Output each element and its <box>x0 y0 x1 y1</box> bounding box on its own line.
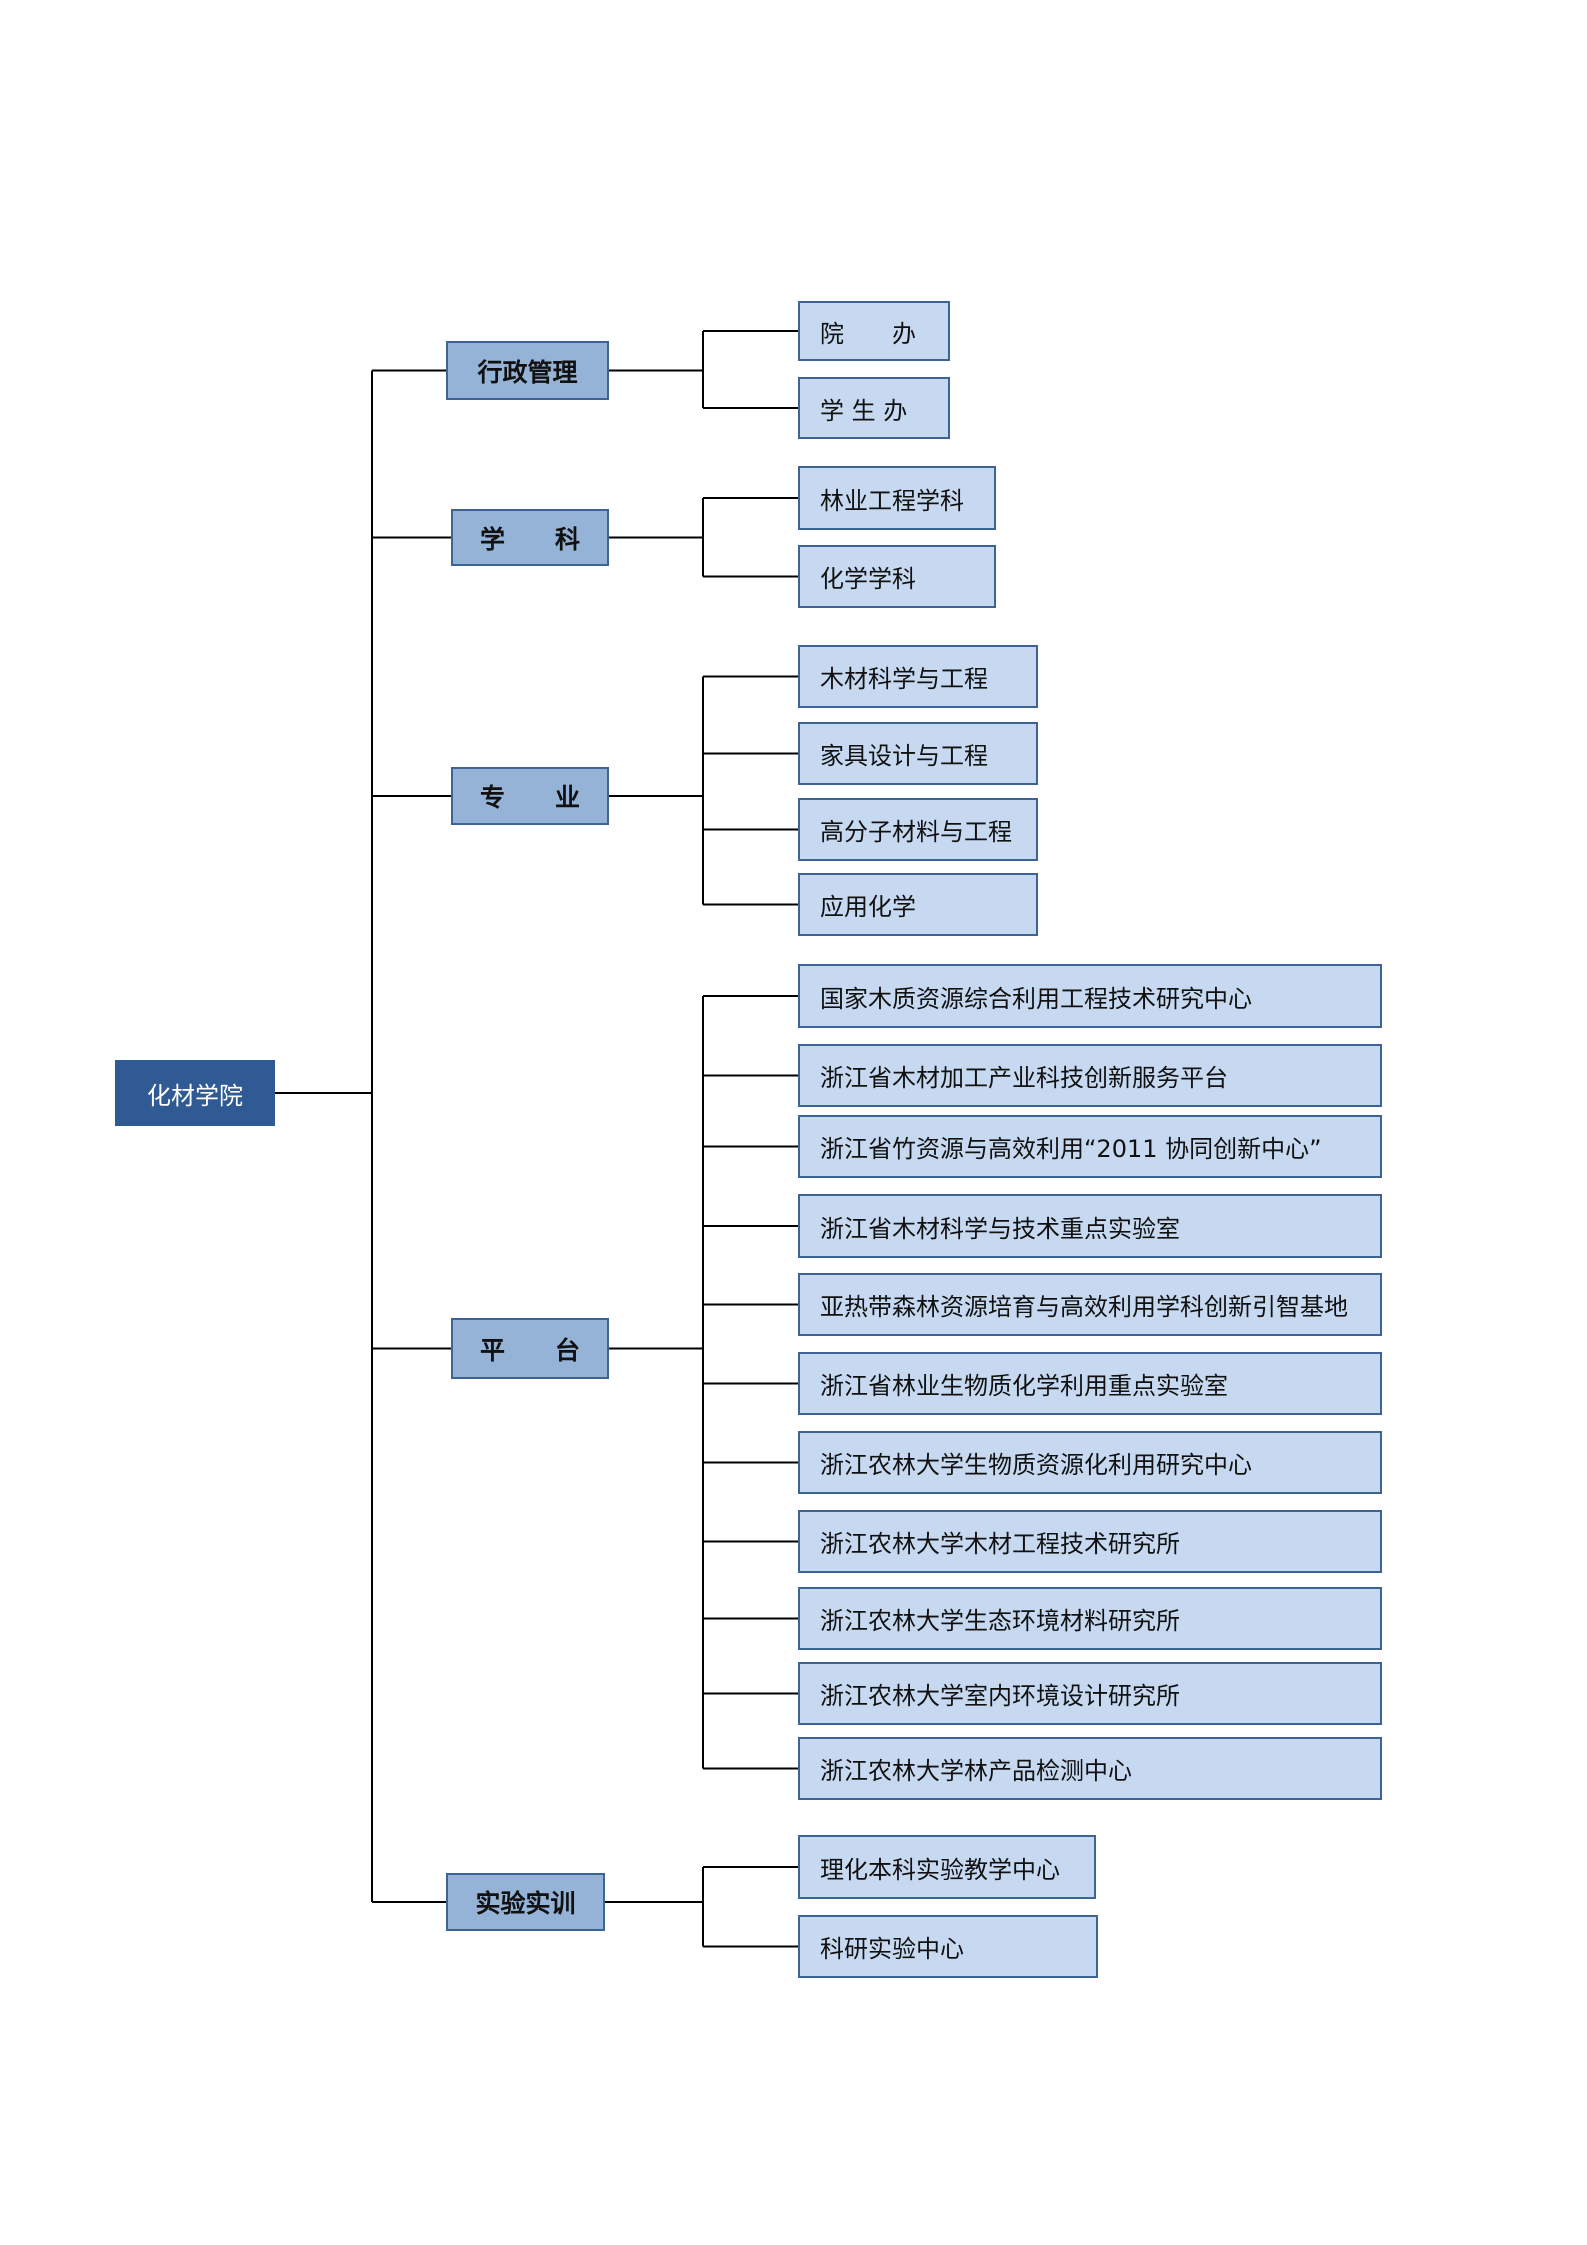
leaf-node: 理化本科实验教学中心 <box>798 1835 1096 1899</box>
leaf-node: 林业工程学科 <box>798 466 996 530</box>
leaf-node: 家具设计与工程 <box>798 722 1038 785</box>
leaf-node: 浙江省木材加工产业科技创新服务平台 <box>798 1044 1382 1107</box>
leaf-node: 浙江省竹资源与高效利用“2011 协同创新中心” <box>798 1115 1382 1178</box>
category-node: 实验实训 <box>446 1873 605 1931</box>
leaf-node: 浙江农林大学生态环境材料研究所 <box>798 1587 1382 1650</box>
root-node: 化材学院 <box>115 1060 275 1126</box>
leaf-node: 高分子材料与工程 <box>798 798 1038 861</box>
leaf-node: 国家木质资源综合利用工程技术研究中心 <box>798 964 1382 1028</box>
leaf-node: 化学学科 <box>798 545 996 608</box>
leaf-node: 科研实验中心 <box>798 1915 1098 1978</box>
leaf-node: 亚热带森林资源培育与高效利用学科创新引智基地 <box>798 1273 1382 1336</box>
leaf-node: 浙江农林大学林产品检测中心 <box>798 1737 1382 1800</box>
leaf-node: 浙江省林业生物质化学利用重点实验室 <box>798 1352 1382 1415</box>
category-node: 学 科 <box>451 509 609 566</box>
category-node: 专 业 <box>451 767 609 825</box>
leaf-node: 浙江农林大学木材工程技术研究所 <box>798 1510 1382 1573</box>
leaf-node: 浙江农林大学生物质资源化利用研究中心 <box>798 1431 1382 1494</box>
leaf-node: 浙江省木材科学与技术重点实验室 <box>798 1194 1382 1258</box>
leaf-node: 木材科学与工程 <box>798 645 1038 708</box>
category-node: 平 台 <box>451 1318 609 1379</box>
category-node: 行政管理 <box>446 341 609 400</box>
leaf-node: 院 办 <box>798 301 950 361</box>
leaf-node: 应用化学 <box>798 873 1038 936</box>
leaf-node: 学 生 办 <box>798 377 950 439</box>
leaf-node: 浙江农林大学室内环境设计研究所 <box>798 1662 1382 1725</box>
